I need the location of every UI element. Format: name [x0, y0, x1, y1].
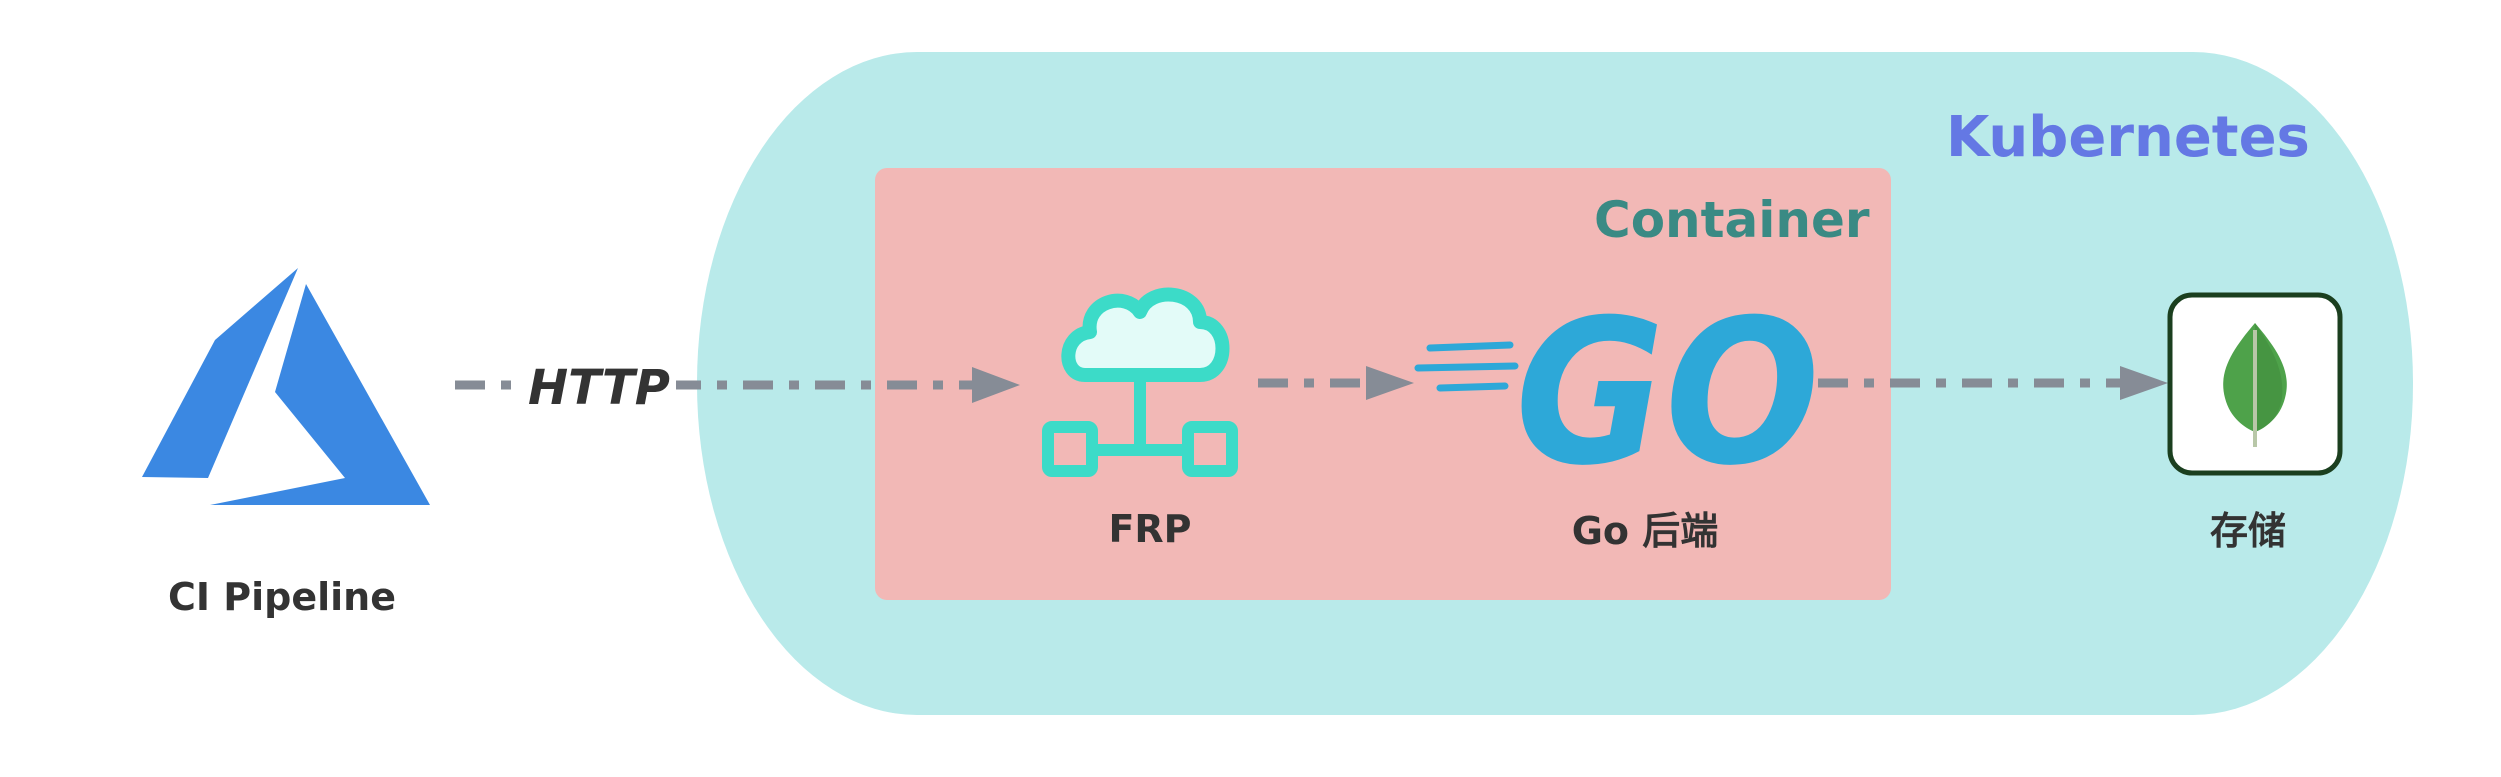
go-backend-label: Go 后端 — [1571, 509, 1719, 553]
kubernetes-group-title: Kubernetes — [1946, 105, 2310, 170]
azure-pipelines-icon — [142, 268, 430, 505]
go-logo-icon: GO — [1414, 277, 1820, 510]
ci-pipeline-label: CI Pipeline — [168, 575, 396, 619]
mongodb-leaf-icon — [2167, 292, 2343, 476]
frp-label: FRP — [1108, 507, 1192, 551]
svg-text:GO: GO — [1515, 277, 1820, 510]
edge-frp-to-go — [1258, 366, 1414, 400]
container-group-title: Container — [1594, 191, 1870, 249]
edge-go-to-storage — [1818, 366, 2168, 400]
http-edge-label: HTTP — [522, 364, 676, 412]
storage-label: 存储 — [2209, 509, 2287, 553]
cloud-network-icon — [1042, 287, 1238, 477]
